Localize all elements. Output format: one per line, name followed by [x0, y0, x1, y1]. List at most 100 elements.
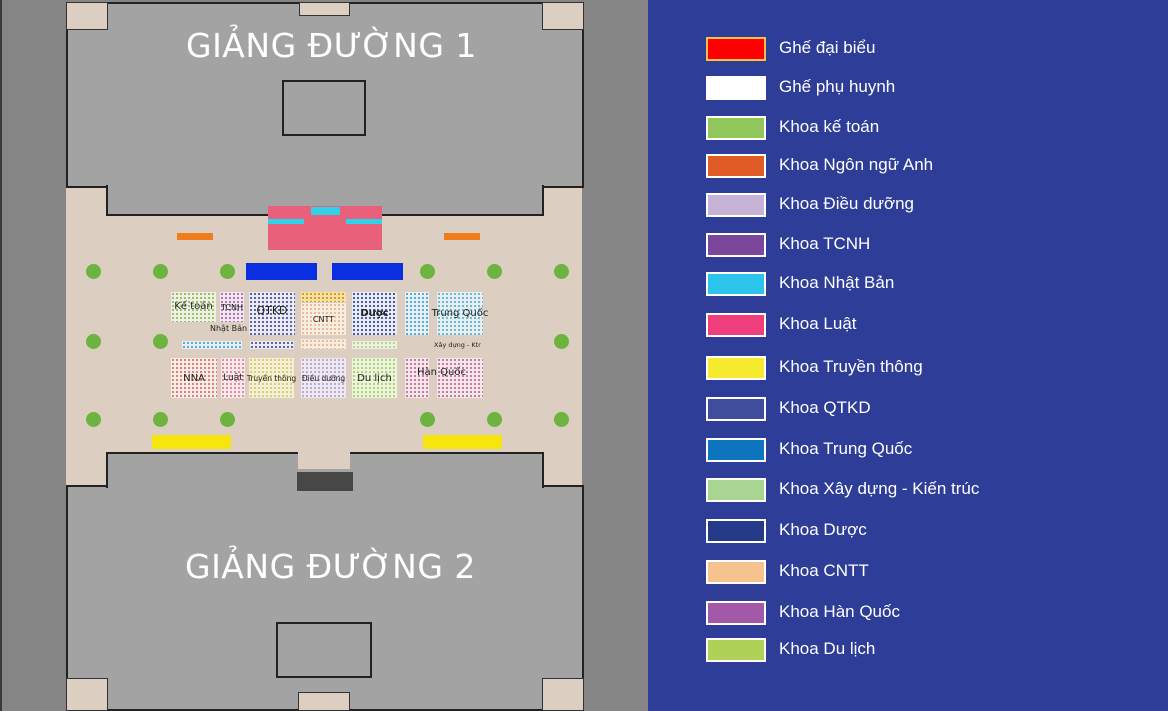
tree	[86, 264, 101, 279]
legend-label: Khoa kế toán	[779, 117, 880, 136]
legend-swatch	[706, 272, 766, 296]
legend-label: Khoa Xây dựng - Kiến trúc	[779, 479, 980, 498]
seat-block-cntt-header	[301, 292, 346, 302]
legend-swatch	[706, 638, 766, 662]
tree	[86, 412, 101, 427]
legend-label: Khoa Ngôn ngữ Anh	[779, 155, 934, 174]
seat-block-tcnh: TCNH	[220, 292, 244, 322]
legend-label: Ghế phụ huynh	[779, 77, 896, 96]
seat-block-trung-quoc: Trung Quốc	[432, 292, 488, 335]
legend-label: Khoa CNTT	[779, 561, 869, 580]
tree	[554, 334, 569, 349]
trung-quoc-label-overlay	[418, 308, 468, 320]
stage-bar-right	[346, 219, 382, 224]
seat-block-label: Dược	[360, 308, 389, 319]
left-edge	[0, 0, 2, 711]
tree	[153, 334, 168, 349]
seat-block-dieu-duong: Điều dưỡng	[301, 358, 346, 398]
seat-block-label: NNA	[183, 372, 205, 384]
seat-row-nhat-ban	[182, 341, 242, 349]
tree	[153, 412, 168, 427]
seat-block-label: Nhật Bản	[210, 323, 248, 333]
legend-swatch	[706, 438, 766, 462]
hall-2-title: GIẢNG ĐƯỜNG 2	[185, 547, 476, 586]
tree	[554, 264, 569, 279]
seat-block-nna: NNA	[171, 358, 217, 398]
legend-label: Khoa QTKD	[779, 398, 871, 417]
tree	[420, 264, 435, 279]
hall-2-corner-br	[542, 678, 584, 711]
legend-swatch	[706, 154, 766, 178]
delegate-row-right	[332, 263, 403, 280]
tree	[220, 264, 235, 279]
legend-label: Khoa Du lịch	[779, 639, 876, 658]
seat-label-xay-dung: Xây dựng - Ktr	[434, 340, 486, 350]
lecture-hall-1	[66, 2, 584, 188]
orange-marker-left	[177, 233, 213, 240]
legend-label: Khoa Hàn Quốc	[779, 602, 900, 621]
hall-1-top-door	[299, 2, 350, 16]
seat-block-cntt: CNTT	[301, 303, 346, 335]
seat-block-label: Xây dựng - Ktr	[434, 341, 481, 349]
hall-1-corner-tl	[66, 2, 108, 30]
tree	[86, 334, 101, 349]
seat-block-label: QTKD	[256, 304, 288, 317]
seat-block-duoc: Dược	[352, 292, 397, 335]
seat-label-nhat-ban: Nhật Bản	[210, 322, 254, 334]
legend-swatch	[706, 519, 766, 543]
hall-2-corner-bl	[66, 678, 108, 711]
seat-block-nhat-ban-right	[405, 292, 429, 335]
seat-block-label: TCNH	[220, 302, 243, 312]
tree	[220, 412, 235, 427]
legend-swatch	[706, 233, 766, 257]
seat-block-luat: Luật	[221, 358, 245, 398]
legend-label: Khoa Dược	[779, 520, 867, 539]
lecture-hall-2	[66, 485, 584, 711]
delegate-row-left	[246, 263, 317, 280]
seat-row-cntt	[301, 339, 346, 349]
tree	[420, 412, 435, 427]
legend-label: Khoa Nhật Bản	[779, 273, 895, 292]
legend-swatch	[706, 397, 766, 421]
stage-bar-center	[311, 207, 340, 215]
seat-block-label: Truyền thông	[246, 373, 297, 383]
legend-swatch	[706, 76, 766, 100]
seat-block-label: Hàn Quốc	[417, 367, 466, 378]
orange-marker-right	[444, 233, 480, 240]
legend-label: Ghế đại biểu	[779, 38, 876, 57]
seat-block-han-quoc-left	[405, 358, 429, 398]
hall-2-entrance-mat	[297, 472, 353, 491]
tree	[153, 264, 168, 279]
seat-block-ke-toan: Kế toán	[171, 292, 216, 322]
seat-block-label: Luật	[223, 373, 243, 383]
legend-swatch	[706, 37, 766, 61]
legend-swatch	[706, 116, 766, 140]
seat-block-label: Kế toán	[174, 301, 213, 312]
hall-1-corner-tr	[542, 2, 584, 30]
legend-swatch	[706, 478, 766, 502]
hall-2-entrance-notch	[298, 452, 350, 469]
yellow-marker-right	[423, 435, 502, 449]
seat-block-qtkd: QTKD	[249, 292, 295, 335]
seat-block-han-quoc: Hàn Quốc	[417, 358, 483, 398]
stage-bar-left	[268, 219, 304, 224]
legend-swatch	[706, 193, 766, 217]
legend-swatch	[706, 560, 766, 584]
seat-row-qtkd	[250, 341, 294, 349]
seat-block-label: Trung Quốc	[431, 308, 489, 319]
legend-label: Khoa Điều dưỡng	[779, 194, 915, 213]
courtyard-left-notch	[66, 187, 108, 217]
seat-block-label: Điều dưỡng	[301, 373, 346, 383]
seat-block-du-lich: Du lịch	[352, 358, 397, 398]
legend-swatch	[706, 601, 766, 625]
seat-block-label: CNTT	[312, 314, 335, 324]
hall-2-bottom-door	[298, 692, 350, 711]
hall-1-title: GIẢNG ĐƯỜNG 1	[186, 26, 477, 65]
legend-swatch	[706, 313, 766, 337]
legend-label: Khoa Trung Quốc	[779, 439, 913, 458]
seat-block-truyen-thong: Truyền thông	[246, 358, 297, 398]
tree	[554, 412, 569, 427]
seat-row-xay-dung	[352, 341, 397, 349]
legend-swatch	[706, 356, 766, 380]
